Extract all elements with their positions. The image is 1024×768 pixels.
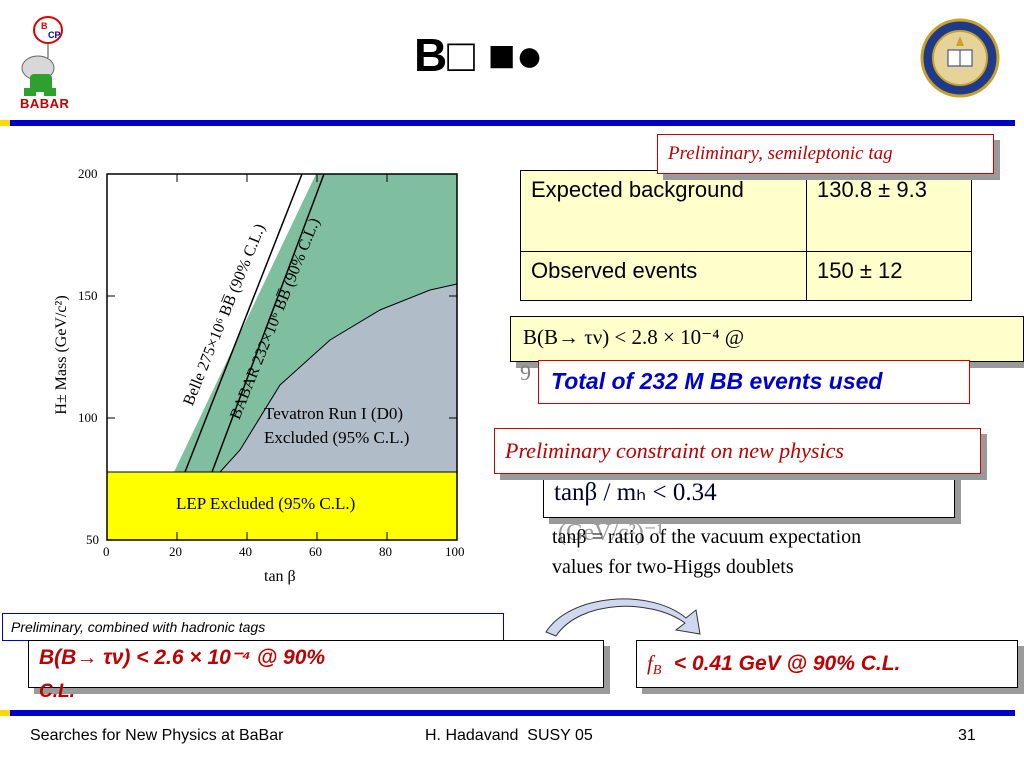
combined-limit-line2: C.L.	[39, 681, 75, 702]
expected-background-label: Expected background	[520, 170, 807, 252]
lep-region	[107, 472, 457, 540]
x-tick-label: 40	[239, 544, 252, 559]
babar-logo-text: BABAR	[20, 96, 70, 111]
footer-rule	[10, 710, 1015, 716]
observed-events-value: 150 ± 12	[806, 251, 972, 301]
br-limit-overflow: 9	[520, 360, 531, 385]
tevatron-region	[174, 284, 457, 472]
belle-line	[184, 173, 303, 473]
tanbeta-desc-line1: tanβ = ratio of the vacuum expectation	[552, 526, 862, 548]
excluded-band-region	[174, 174, 457, 472]
constraint-tag: Preliminary constraint on new physics	[494, 428, 981, 474]
y-tick-label: 200	[78, 166, 98, 181]
x-tick-label: 80	[379, 544, 392, 559]
br-limit-text: B(B→ τν) < 2.8 × 10⁻⁴ @	[523, 325, 745, 349]
br-limit-box: B(B→ τν) < 2.8 × 10⁻⁴ @	[510, 316, 1024, 362]
footer-rule-accent	[0, 710, 10, 716]
total-events-box: Total of 232 M BB events used	[538, 360, 970, 404]
babar-logo: B CP BABAR	[8, 8, 88, 112]
svg-text:B: B	[41, 21, 48, 31]
semileptonic-results-table: Expected background 130.8 ± 9.3 Observed…	[520, 170, 972, 301]
semileptonic-tag: Preliminary, semileptonic tag	[657, 134, 994, 174]
limit-plot: 200 150 100 50 0 20 40 60 80 100 tan β H…	[40, 160, 480, 600]
x-tick-label: 0	[103, 544, 110, 559]
babar-line	[211, 173, 325, 473]
x-axis-label: tan β	[264, 568, 296, 585]
fb-subscript: B	[652, 663, 662, 679]
footer-left: Searches for New Physics at BaBar	[30, 727, 284, 744]
page-number: 31	[958, 727, 976, 744]
tevatron-label-line2: Excluded (95% C.L.)	[264, 428, 410, 447]
combined-limit-line1: B(B→ τν) < 2.6 × 10⁻⁴ @ 90%	[39, 646, 326, 669]
slide-title: B□ ■●	[414, 29, 544, 81]
fb-limit-box: fB < 0.41 GeV @ 90% C.L.	[636, 640, 1018, 688]
table-row: Expected background 130.8 ± 9.3	[520, 170, 972, 252]
y-tick-label: 50	[86, 532, 99, 547]
x-tick-label: 100	[445, 544, 465, 559]
tanbeta-desc-line2: values for two-Higgs doublets	[552, 556, 794, 578]
expected-background-value: 130.8 ± 9.3	[806, 170, 972, 252]
observed-events-label: Observed events	[520, 251, 807, 301]
y-tick-label: 100	[78, 410, 98, 425]
header-rule	[10, 120, 1015, 126]
x-tick-label: 20	[169, 544, 182, 559]
combined-limit-box: B(B→ τν) < 2.6 × 10⁻⁴ @ 90% C.L.	[28, 640, 604, 702]
combined-tag: Preliminary, combined with hadronic tags	[2, 613, 504, 641]
tevatron-boundary	[219, 283, 458, 473]
y-tick-label: 150	[78, 288, 98, 303]
x-tick-label: 60	[309, 544, 322, 559]
header-rule-accent	[0, 120, 10, 126]
plot-frame	[106, 173, 458, 541]
fb-limit-text: < 0.41 GeV @ 90% C.L.	[673, 652, 901, 675]
curved-arrow-icon	[540, 592, 710, 640]
fb-symbol: f	[647, 651, 653, 675]
svg-text:CP: CP	[48, 30, 61, 40]
footer-center: H. Hadavand SUSY 05	[425, 727, 593, 744]
table-row: Observed events 150 ± 12	[520, 251, 972, 301]
university-seal	[920, 18, 1000, 98]
constraint-formula-overflow: (GeV/c²)⁻¹	[558, 520, 664, 546]
total-events-text: Total of 232 M BB events used	[551, 368, 883, 394]
constraint-formula-box: tanβ / mₕ < 0.34	[543, 466, 955, 518]
constraint-formula: tanβ / mₕ < 0.34	[554, 479, 717, 506]
lep-label: LEP Excluded (95% C.L.)	[176, 494, 356, 513]
tevatron-label-line1: Tevatron Run I (D0)	[264, 404, 404, 423]
y-axis-label: H± Mass (GeV/c²)	[53, 295, 70, 415]
